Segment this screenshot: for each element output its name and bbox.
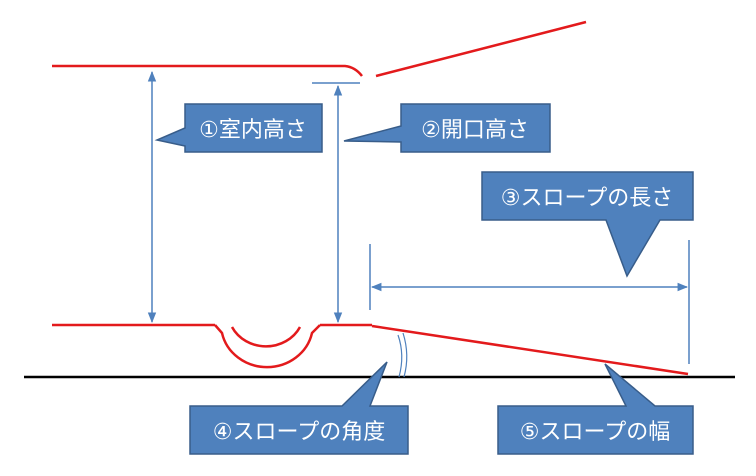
wheel-arc (230, 326, 302, 348)
roof-line (52, 64, 363, 77)
angle-arc-inner (397, 334, 403, 378)
dimension-lines (147, 70, 690, 378)
angle-arc-outer (402, 332, 408, 378)
slope-angle-label: ④スロープの角度 (213, 420, 385, 445)
slope-length-label: ③スロープの長さ (501, 186, 673, 211)
wheel-well (214, 324, 321, 369)
callout-slope-width: ⑤スロープの幅 (497, 363, 694, 455)
slope-width-label: ⑤スロープの幅 (520, 420, 670, 445)
callout-opening-height: ②開口高さ (343, 103, 551, 153)
opening-height-label: ②開口高さ (421, 118, 529, 143)
room-height-label: ①室内高さ (199, 118, 307, 143)
callout-slope-length: ③スロープの長さ (481, 171, 694, 278)
callout-room-height: ①室内高さ (154, 103, 323, 153)
callout-slope-angle: ④スロープの角度 (189, 361, 409, 455)
vehicle-outline (52, 20, 689, 376)
rear-door-line (375, 20, 587, 78)
slope-line (371, 324, 689, 376)
